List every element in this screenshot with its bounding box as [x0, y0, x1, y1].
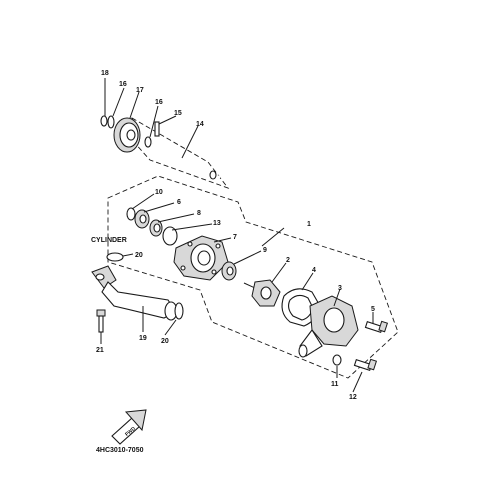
oring-part-20b	[174, 302, 184, 320]
callout-11: 11	[331, 381, 339, 388]
cylinder-label: CYLINDER	[91, 237, 127, 244]
oring-part-13	[162, 226, 178, 246]
callout-2: 2	[286, 257, 290, 264]
pin-part-15	[154, 121, 160, 137]
impeller-part-2	[243, 279, 281, 307]
callout-10: 10	[155, 189, 163, 196]
seal-part-6	[134, 209, 150, 229]
bolt-part-12	[353, 358, 378, 372]
mechanical-seal-part-9	[221, 261, 237, 281]
water-pipe-part-19	[91, 265, 178, 321]
washer-part-16b	[144, 136, 152, 148]
assembly-box-pump	[107, 175, 399, 379]
callout-3: 3	[338, 285, 342, 292]
callout-1: 1	[307, 221, 311, 228]
leader-lines	[100, 78, 374, 393]
washer-part-16a	[107, 115, 115, 129]
callout-16a: 16	[119, 81, 127, 88]
callout-13: 13	[213, 220, 221, 227]
diagram-code: 4HC3010-7050	[96, 447, 144, 454]
callout-4: 4	[312, 267, 316, 274]
bolt-part-5	[364, 320, 389, 334]
callout-19: 19	[139, 335, 147, 342]
seal-part-10	[126, 207, 136, 221]
callout-16b: 16	[155, 99, 163, 106]
callout-6: 6	[177, 199, 181, 206]
callout-7: 7	[233, 234, 237, 241]
callout-20a: 20	[135, 252, 143, 259]
callout-18: 18	[101, 70, 109, 77]
bearing-part-8	[149, 219, 163, 237]
pump-cover-part-3	[298, 295, 359, 358]
front-direction-icon	[111, 409, 147, 445]
bolt-part-21	[96, 309, 106, 333]
callout-21: 21	[96, 347, 104, 354]
callout-9: 9	[263, 247, 267, 254]
callout-17: 17	[136, 87, 144, 94]
pump-housing-part-7	[173, 235, 229, 281]
callout-14: 14	[196, 121, 204, 128]
callout-12: 12	[349, 394, 357, 401]
callout-8: 8	[197, 210, 201, 217]
oring-part-20a	[106, 252, 124, 262]
callout-5: 5	[371, 306, 375, 313]
washer-part-11	[332, 354, 342, 366]
callout-20b: 20	[161, 338, 169, 345]
circlip-part-18	[100, 115, 108, 127]
impeller-gear-part-17	[113, 117, 141, 153]
callout-15: 15	[174, 110, 182, 117]
impeller-shaft-part-14	[151, 142, 221, 180]
